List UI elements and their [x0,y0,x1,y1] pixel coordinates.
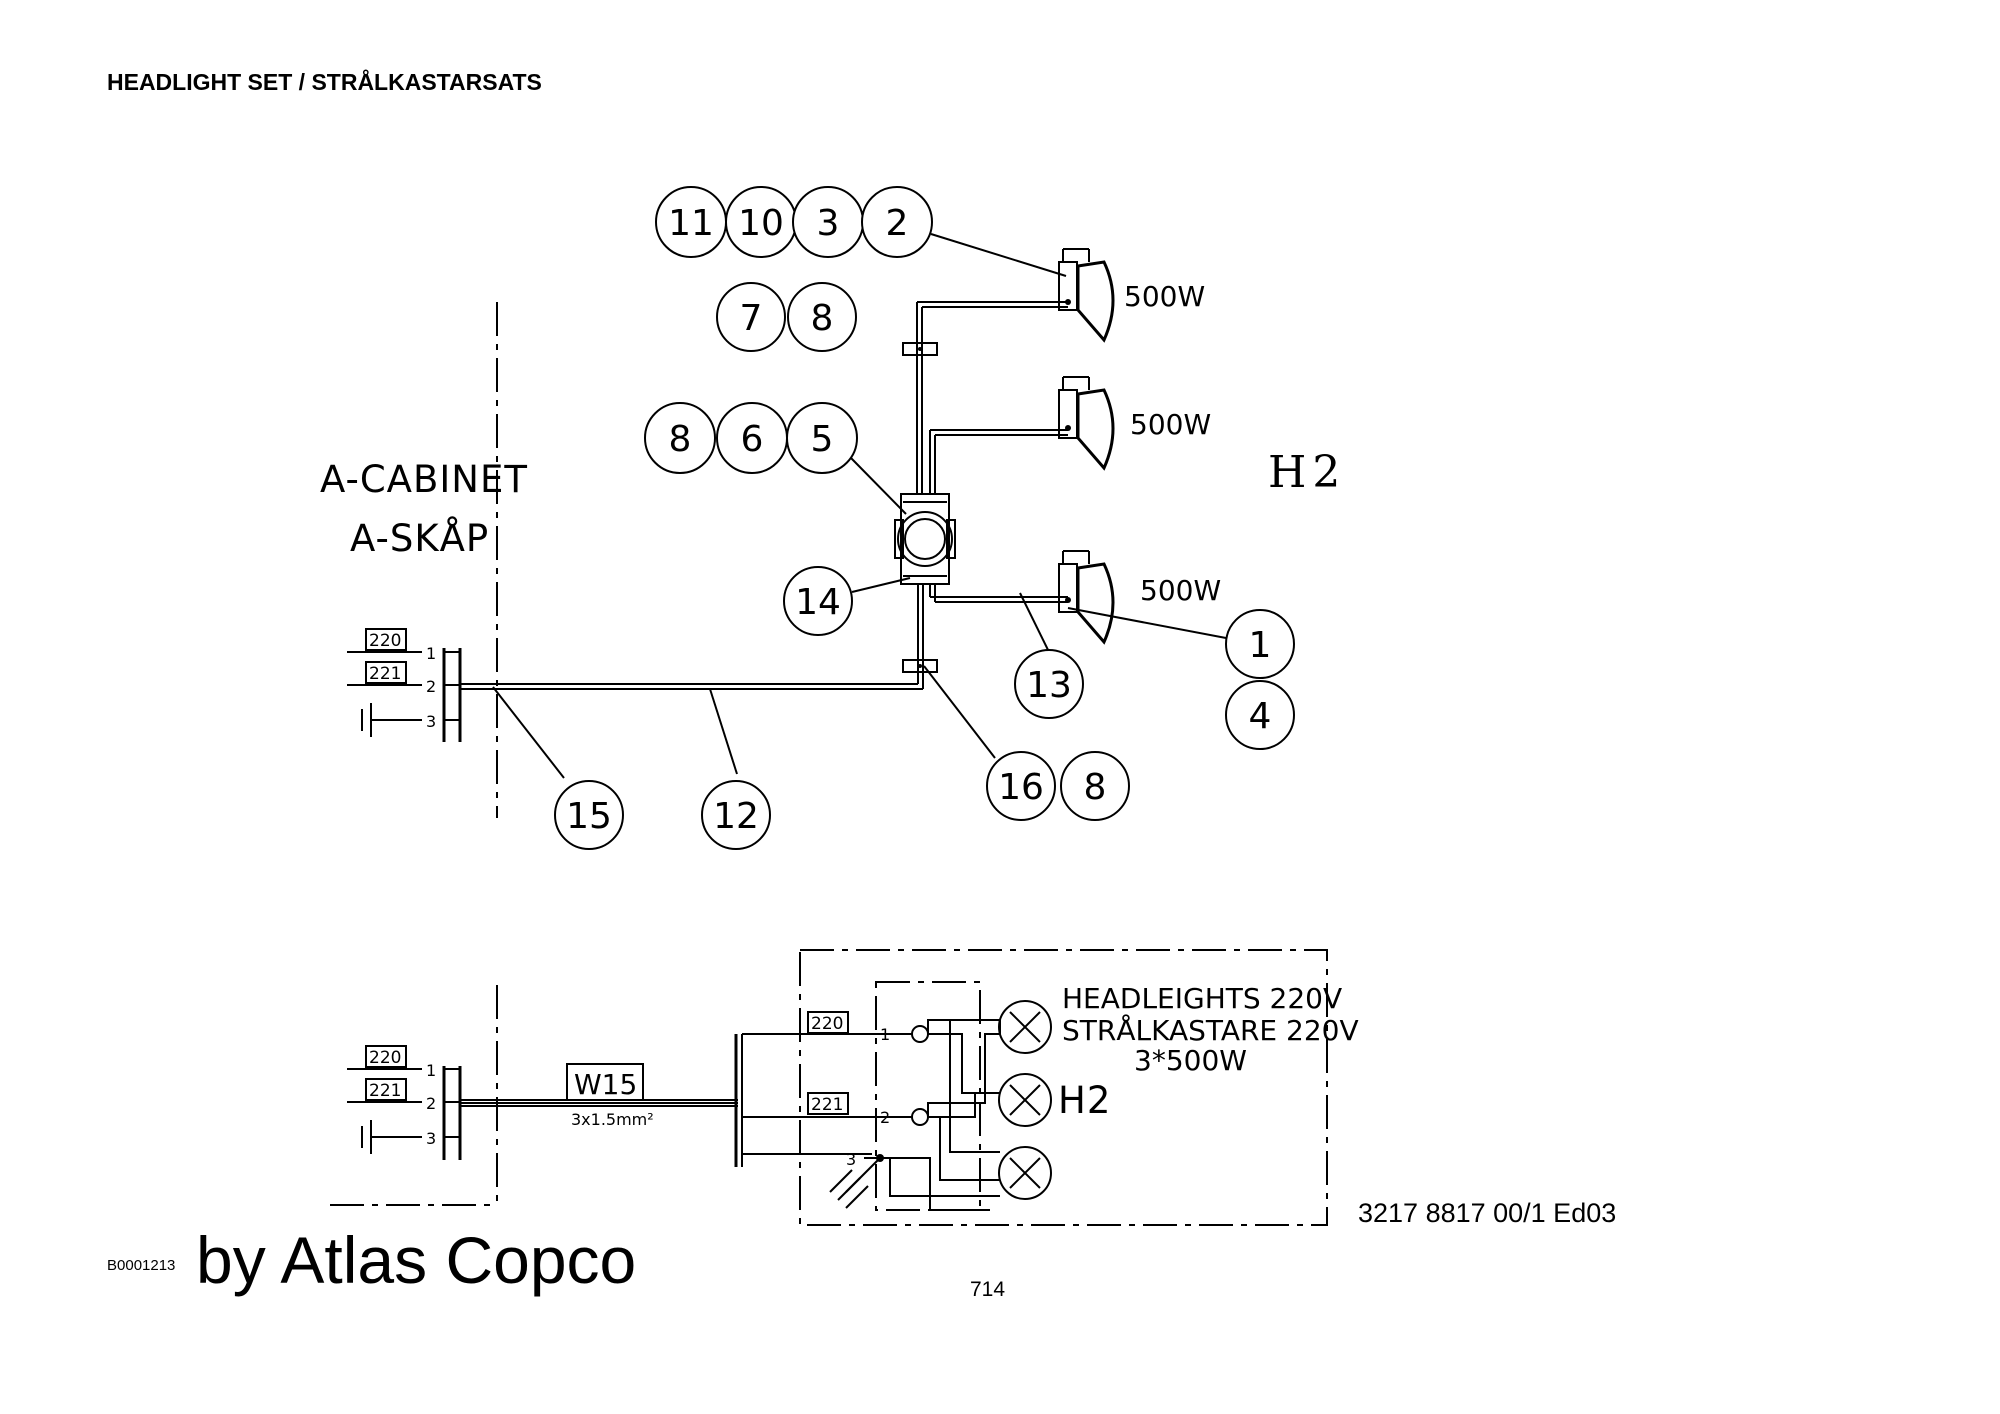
cable-w15-box [566,1063,644,1101]
headlights-label-en: HEADLEIGHTS 220V [1062,982,1342,1015]
headlights-box [799,949,1328,1226]
schematic-designation-h2: H2 [1058,1079,1111,1122]
wiring-schematic: 220 1 221 2 3 W15 3x1.5mm² 220 [330,949,1359,1226]
document-number: 3217 8817 00/1 Ed03 [1358,1198,1616,1228]
balloon-2-label: 2 [886,203,909,244]
balloon-15-label: 15 [566,796,612,837]
cable-to-lamp-bottom [929,584,1068,603]
item-balloons: 11 10 3 2 7 8 8 6 5 14 13 1 4 [554,186,1295,850]
lamp-bottom-power: 500W [1140,574,1221,607]
balloon-8-bottom [1060,751,1130,821]
headlight-bottom [1058,550,1115,645]
balloon-1 [1225,609,1295,679]
balloon-8-bottom-label: 8 [1084,767,1107,808]
balloon-6-label: 6 [741,419,764,460]
lamp-top-power: 500W [1124,280,1205,313]
cable-to-lamp-top [916,301,1068,494]
headlights-label-sv: STRÅLKASTARE 220V [1062,1013,1359,1047]
headlights-label-rating: 3*500W [1134,1044,1247,1077]
cable-spec: 3x1.5mm² [571,1110,654,1129]
wire-220-box [807,1011,849,1034]
schematic-terminal-pin-2: 2 [426,1094,436,1113]
balloon-5-label: 5 [811,419,834,460]
terminal-box-220 [365,628,407,651]
schematic-terminal-box-221 [365,1078,407,1101]
leader-lines [492,233,1227,779]
lamp-symbol-1 [998,1000,1052,1054]
lamp-symbol-2 [998,1073,1052,1127]
balloon-4 [1225,680,1295,750]
wire-221-box [807,1092,849,1115]
junction-box [894,493,956,585]
wire-220-label: 220 [811,1014,843,1034]
internal-wiring [880,1019,1001,1211]
balloon-7 [716,282,786,352]
cable-clamp-upper [902,342,938,356]
balloon-13 [1014,649,1084,719]
terminal-box-220-label: 220 [369,631,401,651]
terminal-pin-2: 2 [426,677,436,696]
lamp-symbol-3 [998,1146,1052,1200]
balloon-13-label: 13 [1026,665,1072,706]
balloon-16-label: 16 [998,767,1044,808]
schematic-terminal-221: 221 [369,1081,401,1101]
balloon-5 [786,402,858,474]
terminal-block: 220 1 221 2 3 [347,628,462,742]
cable-clamp-lower [902,659,938,673]
balloon-14-label: 14 [795,582,841,623]
lamp-middle-power: 500W [1130,408,1211,441]
main-cable [460,584,924,690]
balloon-2 [861,186,933,258]
balloon-12-label: 12 [713,796,759,837]
balloon-10-label: 10 [738,203,784,244]
balloon-7-label: 7 [740,298,763,339]
headlight-top [1058,248,1115,343]
schematic-terminal-pin-3: 3 [426,1129,436,1148]
wire-221-label: 221 [811,1095,843,1115]
balloon-15 [554,780,624,850]
balloon-8-mid-label: 8 [669,419,692,460]
cable-ref: W15 [574,1068,637,1101]
balloon-3-label: 3 [817,203,840,244]
balloon-8-top [787,282,857,352]
balloon-8-top-label: 8 [811,298,834,339]
headlights-inner-box [875,981,981,1211]
schematic-terminal-pin-1: 1 [426,1061,436,1080]
cable-to-lamp-middle [929,429,1068,494]
terminal-box-221 [365,661,407,684]
schematic-terminal-box-220 [365,1045,407,1068]
balloon-12 [701,780,771,850]
balloon-1-label: 1 [1249,625,1272,666]
terminal-box-221-label: 221 [369,664,401,684]
assembly-drawing: A-CABINET A-SKÅP 220 1 221 2 3 [320,186,1346,850]
designation-h2: H2 [1268,447,1346,498]
balloon-16 [986,751,1056,821]
cabinet-label-en: A-CABINET [320,458,528,501]
brand-watermark: by Atlas Copco [196,1223,636,1297]
terminal-pin-3: 3 [426,712,436,731]
balloon-4-label: 4 [1249,696,1272,737]
balloon-14 [783,566,853,636]
balloon-11-label: 11 [668,203,714,244]
headlight-middle [1058,376,1115,471]
page-title: HEADLIGHT SET / STRÅLKASTARSATS [107,68,542,95]
schematic-pin-3: 3 [846,1150,856,1169]
image-code: B0001213 [107,1257,175,1274]
schematic-terminal-220: 220 [369,1048,401,1068]
terminal-pin-1: 1 [426,644,436,663]
page-number: 714 [970,1278,1005,1301]
cabinet-label-sv: A-SKÅP [350,516,489,560]
balloon-8-mid [644,402,716,474]
